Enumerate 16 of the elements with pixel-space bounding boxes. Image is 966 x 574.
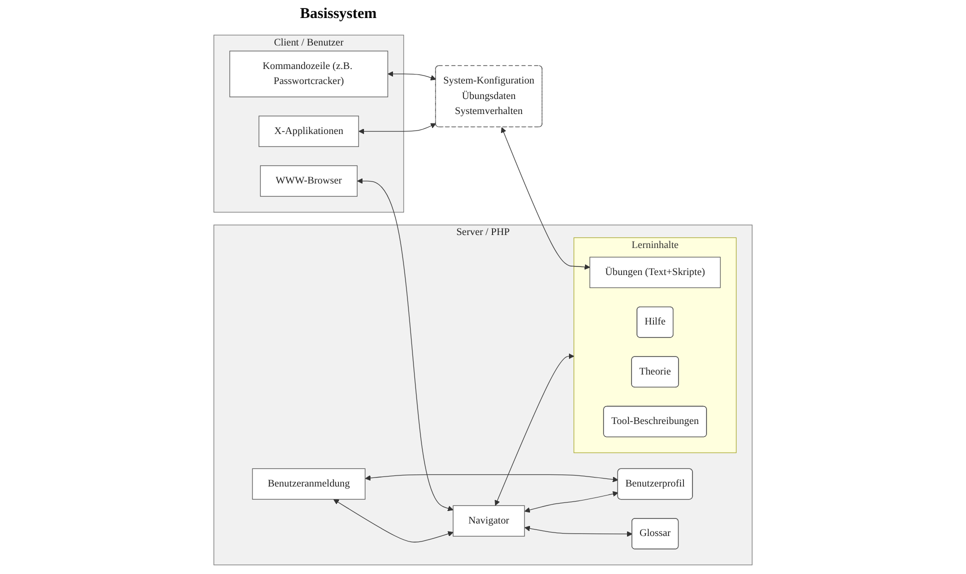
node-box: Übungen (Text+Skripte) [590,256,721,288]
node-box: Kommandozeile (z.B. Passwortcracker) [229,50,388,98]
arrow [524,491,618,513]
arrow [357,178,454,512]
arrow [494,353,574,506]
arrow [333,499,454,542]
arrow [388,71,436,80]
node-box: Benutzeranmeldung [252,468,366,500]
arrow [365,474,618,482]
node-box: WWW-Browser [260,165,358,197]
arrow [500,127,590,270]
node-box: X-Applikationen [258,116,359,147]
arrow [524,526,632,537]
arrow [358,123,436,134]
node-box: Navigator [452,505,525,537]
diagram-label: Basissystem [300,6,377,22]
